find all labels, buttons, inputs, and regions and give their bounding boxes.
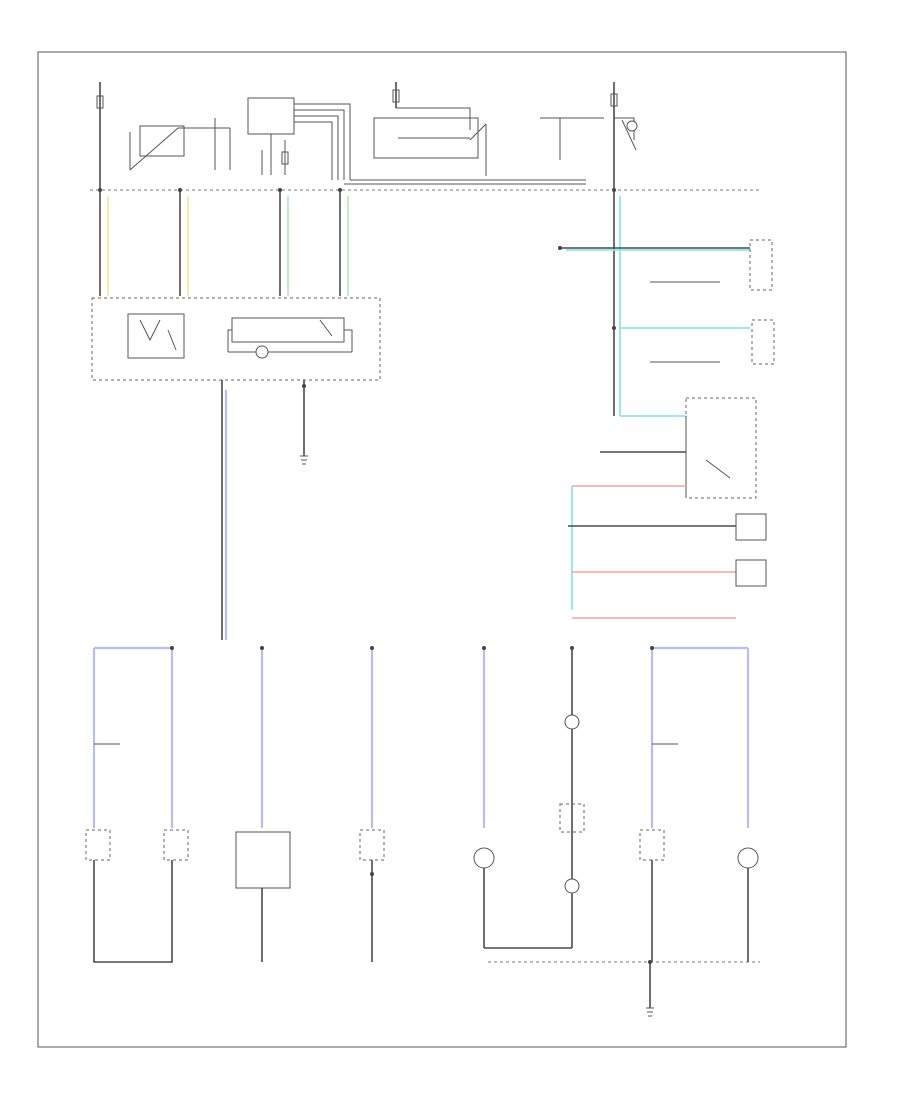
control-module — [91, 297, 381, 465]
top-fuse-section — [90, 82, 760, 191]
diagram-frame — [37, 51, 847, 1048]
right-harness — [558, 190, 775, 619]
relay-box — [247, 97, 295, 135]
left-harness — [98, 188, 616, 296]
blue-harness — [221, 380, 228, 640]
bottom-loads — [85, 646, 760, 1017]
